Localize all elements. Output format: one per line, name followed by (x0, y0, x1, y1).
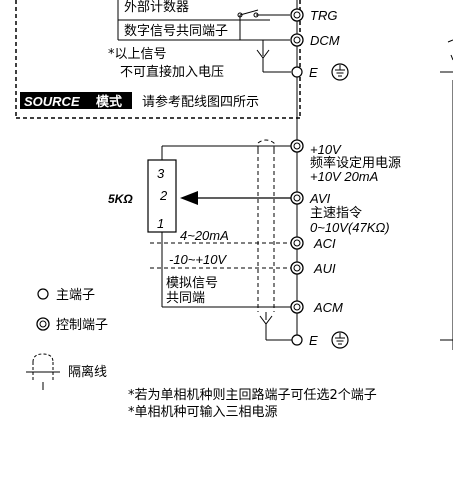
avi-desc2: 0~10V(47KΩ) (310, 220, 390, 235)
footnote-1: *若为单相机种则主回路端子可任选2个端子 (128, 387, 377, 403)
source-mode-badge (20, 92, 132, 109)
avi-desc1: 主速指令 (310, 206, 362, 221)
source-note: 请参考配线图四所示 (142, 94, 259, 110)
mode-label: 模式 (96, 94, 122, 110)
ext-counter-label: 外部计数器 (124, 0, 189, 15)
main-terminal-symbol (37, 288, 49, 300)
counter-switch (237, 9, 290, 40)
source-label: SOURCE (24, 94, 80, 109)
ground-icon (331, 63, 349, 81)
aci-terminal (290, 236, 304, 250)
avi-terminal (290, 191, 304, 205)
trg-label: TRG (310, 8, 337, 23)
plus10v-desc2: +10V 20mA (310, 169, 378, 184)
e-terminal-bottom (291, 334, 303, 346)
dcm-label: DCM (310, 33, 340, 48)
e-terminal-top (291, 66, 303, 78)
e-label-top: E (309, 65, 318, 80)
control-terminal-symbol (36, 317, 50, 331)
pot-pin1: 1 (157, 216, 164, 231)
shield-cable (257, 139, 275, 312)
ground-link-top (256, 40, 291, 73)
plus10v-desc1: 频率设定用电源 (310, 155, 401, 171)
aui-label: AUI (313, 261, 336, 276)
isolation-symbol (26, 353, 60, 390)
ground-icon (331, 331, 349, 349)
source-box (15, 0, 301, 119)
acm-label: ACM (313, 300, 343, 315)
e-label-bottom: E (309, 333, 318, 348)
legend-main-terminal: 主端子 (56, 288, 95, 303)
wiper-arrow (180, 191, 291, 205)
avi-label: AVI (309, 191, 331, 206)
digital-common-label: 数字信号共同端子 (124, 24, 228, 39)
note-line2: 不可直接加入电压 (120, 64, 224, 80)
ground-link-bottom (259, 312, 292, 341)
pot-pin2: 2 (159, 188, 168, 203)
note-line1: *以上信号 (108, 47, 167, 62)
dcm-terminal (290, 33, 304, 47)
legend-control-terminal: 控制端子 (56, 318, 108, 333)
plus10v-label: +10V (310, 142, 342, 157)
acm-terminal (290, 300, 304, 314)
aui-terminal (290, 261, 304, 275)
footnote-2: *单相机种可输入三相电源 (128, 404, 278, 420)
voltage-signal-label: -10~+10V (169, 252, 227, 267)
analog-common-label1: 模拟信号 (166, 276, 218, 291)
pot-value: 5KΩ (108, 192, 133, 206)
trg-terminal (290, 8, 304, 22)
current-signal-label: 4~20mA (180, 228, 229, 243)
analog-common-label2: 共同端 (166, 291, 205, 306)
legend-isolation: 隔离线 (68, 364, 107, 380)
aci-label: ACI (313, 236, 336, 251)
pot-pin3: 3 (157, 166, 165, 181)
plus10v-terminal (290, 139, 304, 153)
